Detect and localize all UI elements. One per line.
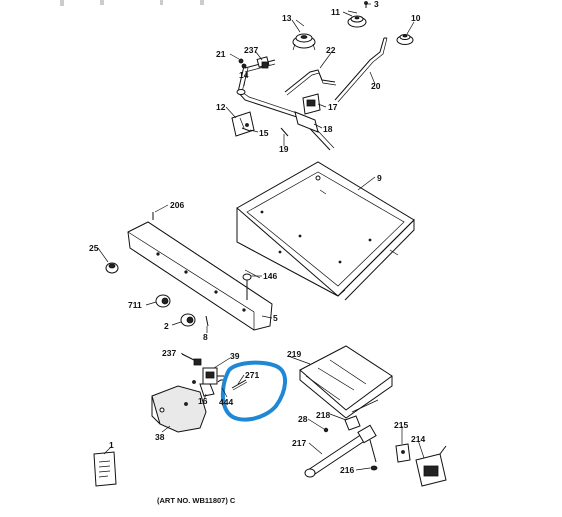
bracket-18 (294, 111, 319, 133)
label-237-bottom: 237 (162, 348, 176, 358)
label-13: 13 (282, 13, 292, 23)
tray-219 (299, 345, 393, 419)
label-19: 19 (279, 144, 289, 154)
label-217: 217 (292, 438, 306, 448)
valve-39 (202, 367, 224, 385)
manual-1 (93, 451, 117, 487)
screw-3 (364, 1, 368, 8)
knob-2 (180, 313, 196, 327)
label-2: 2 (164, 321, 169, 331)
label-11: 11 (331, 7, 340, 17)
tube-271 (231, 379, 248, 391)
burner-valve-11 (347, 10, 367, 28)
bracket-218 (344, 399, 379, 431)
gas-tube-22 (284, 69, 337, 96)
burner-tube-217 (304, 424, 377, 478)
label-8: 8 (203, 332, 208, 342)
burner-box-9 (236, 161, 415, 301)
label-237-top: 237 (244, 45, 258, 55)
art-number-caption: (ART NO. WB11807) C (157, 496, 236, 505)
bracket-17 (302, 93, 321, 115)
label-14: 14 (239, 70, 249, 80)
gas-tube-20 (334, 37, 388, 103)
grommet-146 (242, 273, 252, 300)
label-38: 38 (155, 432, 165, 442)
manifold-panel-5 (127, 221, 273, 331)
screw-15 (241, 127, 251, 132)
clip-21 (238, 58, 244, 64)
label-21: 21 (216, 49, 226, 59)
scan-marks (60, 0, 204, 6)
highlight-oval (220, 360, 287, 422)
label-219: 219 (287, 349, 301, 359)
burner-valve-10 (396, 34, 414, 45)
clip-215 (395, 443, 411, 463)
label-218: 218 (316, 410, 330, 420)
label-16: 16 (198, 396, 208, 406)
label-146: 146 (263, 271, 277, 281)
bracket-38 (151, 385, 207, 433)
label-215: 215 (394, 420, 408, 430)
label-39: 39 (230, 351, 240, 361)
label-5: 5 (273, 313, 278, 323)
label-17: 17 (328, 102, 338, 112)
label-711: 711 (128, 300, 142, 310)
screw-28 (323, 427, 329, 433)
part-labels: 3 11 13 10 21 237 22 20 14 12 15 17 18 1… (89, 0, 425, 475)
fitting-16 (192, 380, 215, 397)
label-206: 206 (170, 200, 184, 210)
label-12: 12 (216, 102, 226, 112)
bracket-12 (231, 111, 255, 137)
label-15: 15 (259, 128, 269, 138)
label-3: 3 (374, 0, 379, 9)
knob-711 (155, 294, 171, 308)
screw-216 (370, 465, 378, 471)
label-214: 214 (411, 434, 425, 444)
label-271: 271 (245, 370, 259, 380)
knob-25 (105, 262, 119, 274)
label-28: 28 (298, 414, 308, 424)
leader-lines (97, 3, 425, 471)
screw-19 (280, 127, 289, 137)
label-25: 25 (89, 243, 99, 253)
igniter-214 (415, 445, 447, 487)
screw-8 (205, 315, 209, 327)
label-22: 22 (326, 45, 336, 55)
orifice-237-top (261, 61, 269, 69)
label-216: 216 (340, 465, 354, 475)
label-1: 1 (109, 440, 114, 450)
label-10: 10 (411, 13, 421, 23)
label-18: 18 (323, 124, 333, 134)
label-9: 9 (377, 173, 382, 183)
label-444: 444 (219, 397, 233, 407)
burner-valve-13 (292, 19, 316, 51)
label-20: 20 (371, 81, 381, 91)
